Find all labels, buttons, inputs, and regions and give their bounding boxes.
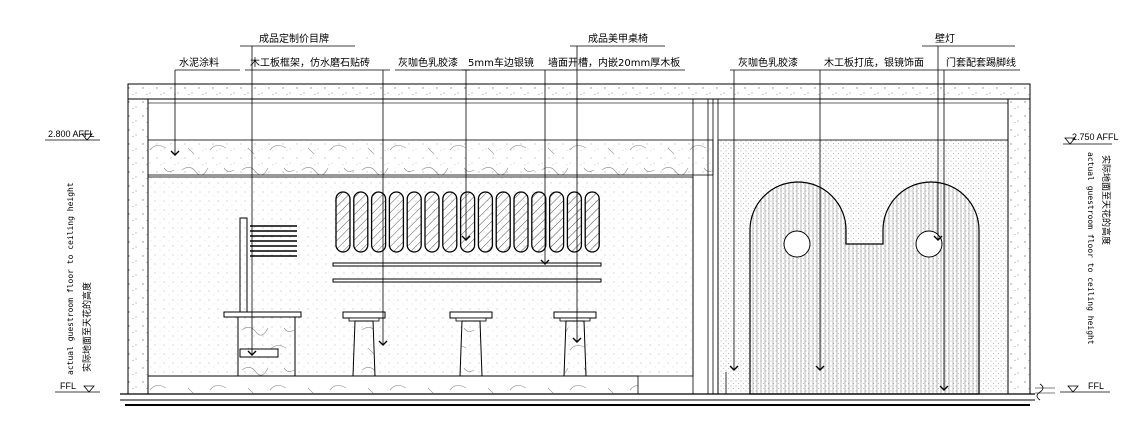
terrazzo-counter: [223, 311, 302, 377]
capsule-mirror: [388, 191, 405, 253]
capsule-mirror: [477, 191, 494, 253]
capsule-mirror: [424, 191, 440, 253]
capsule-mirror: [353, 191, 369, 253]
note-right-en: actual guestroom floor to ceiling height: [1086, 152, 1095, 345]
capsule-mirror: [370, 191, 387, 253]
level-left-floor: FFL: [60, 381, 76, 391]
nail-table: [342, 311, 386, 377]
nail-table: [553, 311, 597, 377]
label-cement: 水泥涂料: [179, 56, 219, 69]
capsule-mirror: [459, 191, 476, 253]
note-left-en: actual guestroom floor to ceiling height: [66, 182, 75, 375]
label-price-sign: 成品定制价目牌: [259, 32, 329, 45]
side-walls: [127, 98, 1031, 395]
level-right-floor: FFL: [1088, 381, 1104, 391]
level-left-ceiling: 2.800 AFFL: [48, 129, 95, 139]
ceiling-slab: [127, 83, 1031, 104]
side-notes: actual guestroom floor to ceiling height…: [66, 152, 1112, 375]
wall-slot-shelves: [332, 262, 602, 283]
label-wall-slot: 墙面开槽，内嵌20mm厚木板: [548, 56, 680, 69]
label-gray-paint-left: 灰咖色乳胶漆: [398, 56, 458, 69]
label-wall-lamp: 壁灯: [935, 32, 955, 45]
capsule-mirror: [513, 191, 529, 253]
level-markers: 2.800 AFFL 2.750 AFFL FFL FFL: [45, 129, 1119, 401]
capsule-mirrors: [335, 191, 600, 253]
capsule-mirror: [335, 191, 351, 253]
capsule-mirror: [548, 191, 565, 253]
level-right-ceiling: 2.750 AFFL: [1072, 132, 1119, 142]
capsule-mirror: [406, 191, 422, 253]
leader-lines: [170, 45, 1020, 391]
note-left-cn: 实际地面至天花的高度: [81, 282, 93, 372]
annotations: 成品定制价目牌 成品美甲桌椅 壁灯 水泥涂料 木工板框架，仿水磨石贴砖 灰咖色乳…: [179, 32, 1016, 69]
capsule-mirror: [495, 191, 511, 253]
label-gray-paint-right: 灰咖色乳胶漆: [738, 56, 798, 69]
label-nail-furniture: 成品美甲桌椅: [588, 32, 648, 45]
right-wall-section: [717, 139, 1009, 395]
capsule-mirror: [442, 191, 458, 253]
nail-tables: [342, 311, 597, 377]
capsule-mirror: [566, 191, 583, 253]
wall-lamps: [783, 230, 943, 258]
label-wood-base: 木工板打底，银镜饰面: [824, 56, 924, 69]
nail-table: [449, 311, 493, 377]
label-wood-frame: 木工板框架，仿水磨石贴砖: [250, 56, 370, 69]
note-right-cn: 实际地面至天花的高度: [1100, 155, 1112, 245]
floor: [120, 393, 1035, 406]
label-mirror: 5mm车边银镜: [468, 56, 534, 69]
label-door-trim: 门套配套踢脚线: [946, 56, 1016, 69]
capsule-mirror: [531, 191, 547, 253]
capsule-mirror: [584, 191, 600, 253]
